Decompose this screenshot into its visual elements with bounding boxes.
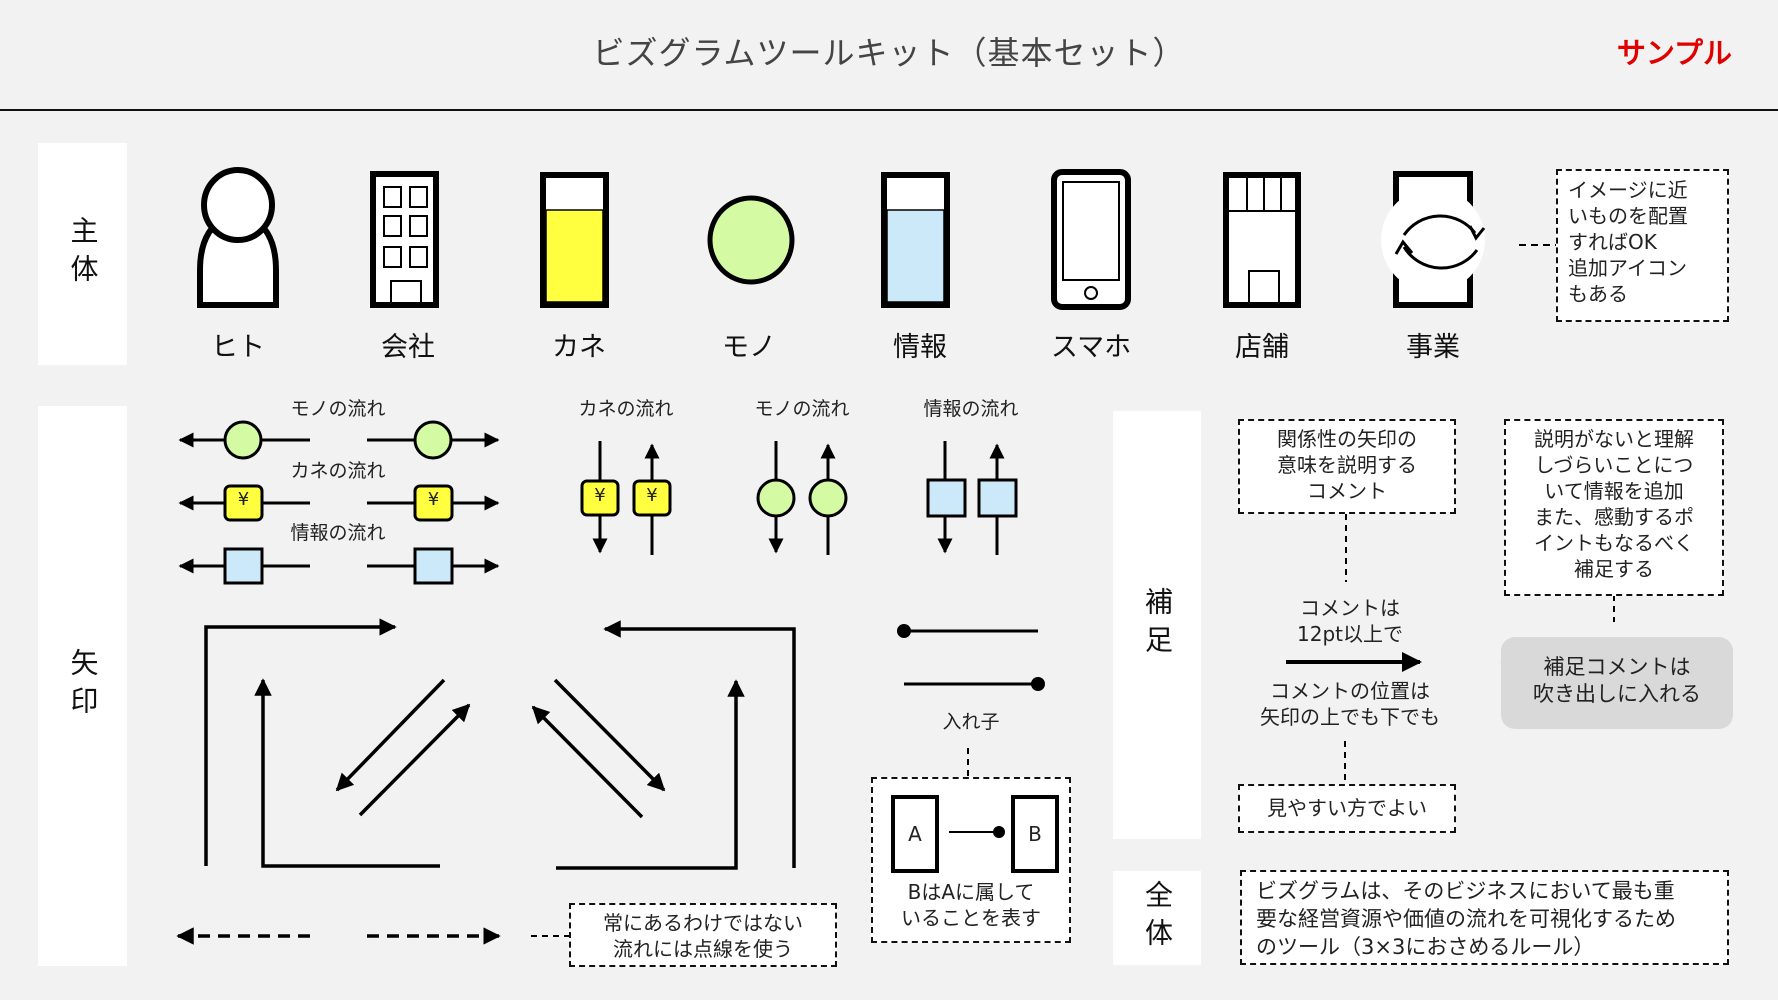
vertical-money-flow <box>580 441 672 555</box>
dashed-arrow-note: 常にあるわけではない 流れには点線を使う <box>569 903 837 967</box>
supplement-above-line: コメントは <box>1300 596 1400 620</box>
nesting-link-line <box>949 831 999 833</box>
actor-label-money: カネ <box>552 332 606 363</box>
smartphone-icon <box>1051 169 1131 310</box>
supplement-right-line: また、感動するポ <box>1534 505 1694 529</box>
page-title: ビズグラムツールキット（基本セット） <box>592 34 1186 72</box>
section-label-supplement-text: 補足 <box>1141 587 1174 663</box>
overall-line: のツール（3×3におさめるルール） <box>1256 935 1595 959</box>
actor-label-store: 店舗 <box>1235 332 1289 363</box>
actor-label-thing: モノ <box>722 332 776 363</box>
supplement-top-note-line: 意味を説明する <box>1277 453 1417 477</box>
section-label-overall-text: 全体 <box>1141 880 1174 956</box>
flow-label-thing: モノの流れ <box>290 398 386 420</box>
section-label-arrows: 矢印 <box>38 406 127 966</box>
money-icon <box>540 172 609 308</box>
actor-label-company: 会社 <box>381 332 435 363</box>
supplement-top-note-line: コメント <box>1307 479 1387 503</box>
supplement-right-line: いて情報を追加 <box>1544 479 1684 503</box>
supplement-top-note-line: 関係性の矢印の <box>1277 427 1417 451</box>
vflow-label-money: カネの流れ <box>578 398 674 420</box>
supplement-below-line: コメントの位置は <box>1270 679 1430 703</box>
actors-note-line: イメージに近 <box>1568 178 1688 202</box>
vertical-info-flow <box>926 441 1018 555</box>
supplement-below-line: 矢印の上でも下でも <box>1260 705 1440 729</box>
supplement-right-line: 説明がないと理解 <box>1534 427 1694 451</box>
thing-circle-icon <box>707 195 795 285</box>
supplement-right-line: しづらいことにつ <box>1534 453 1694 477</box>
actor-label-smartphone: スマホ <box>1050 332 1132 363</box>
actor-label-information: 情報 <box>893 332 947 363</box>
bubble-line: 吹き出しに入れる <box>1533 682 1701 706</box>
actors-note: イメージに近 いものを配置 すればOK 追加アイコン もある <box>1556 169 1729 322</box>
overall-description: ビズグラムは、そのビジネスにおいて最も重 要な経営資源や価値の流れを可視化するた… <box>1240 870 1729 965</box>
nesting-description: BはAに属して いることを表す <box>873 879 1069 931</box>
flow-label-info: 情報の流れ <box>290 522 386 544</box>
supplement-right-note: 説明がないと理解 しづらいことにつ いて情報を追加 また、感動するポ イントもな… <box>1504 419 1724 596</box>
actors-note-line: いものを配置 <box>1568 204 1688 228</box>
business-cycle-icon <box>1381 171 1486 308</box>
horizontal-thing-flow <box>178 420 500 460</box>
nesting-example: A B BはAに属して いることを表す <box>871 777 1071 943</box>
nesting-desc-line: いることを表す <box>901 906 1041 930</box>
actors-note-line: すればOK <box>1568 230 1657 254</box>
information-icon <box>881 172 950 308</box>
sample-badge: サンプル <box>1616 36 1732 70</box>
yen-icon: ¥ <box>237 489 250 510</box>
section-label-actors-text: 主体 <box>66 216 100 292</box>
supplement-above-line: 12pt以上で <box>1297 622 1403 646</box>
vflow-label-info: 情報の流れ <box>923 398 1019 420</box>
yen-icon: ¥ <box>646 485 658 506</box>
nesting-connectors <box>897 624 1045 776</box>
header-divider <box>0 109 1778 111</box>
supplement-speech-bubble: 補足コメントは 吹き出しに入れる <box>1501 637 1733 729</box>
supplement-above-arrow: コメントは 12pt以上で <box>1250 595 1450 647</box>
yen-icon: ¥ <box>427 489 440 510</box>
vflow-label-thing: モノの流れ <box>754 398 850 420</box>
nesting-desc-line: BはAに属して <box>907 880 1035 904</box>
person-icon <box>197 167 279 308</box>
horizontal-info-flow <box>178 547 500 585</box>
overall-line: ビズグラムは、そのビジネスにおいて最も重 <box>1256 879 1675 903</box>
elbow-arrows <box>204 618 796 870</box>
bubble-line: 補足コメントは <box>1543 655 1691 679</box>
supplement-right-line: イントもなるべく <box>1534 531 1694 555</box>
nesting-box-b: B <box>1011 795 1059 873</box>
store-icon <box>1223 172 1301 308</box>
nesting-link-dot <box>993 826 1005 838</box>
horizontal-money-flow <box>178 484 500 522</box>
diagonal-arrows <box>335 678 666 819</box>
section-label-actors: 主体 <box>38 143 127 365</box>
dashed-note-line: 流れには点線を使う <box>613 937 793 961</box>
actors-note-line: もある <box>1568 282 1628 306</box>
actor-label-person: ヒト <box>211 332 265 363</box>
supplement-below-arrow: コメントの位置は 矢印の上でも下でも <box>1230 678 1470 730</box>
supplement-right-line: 補足する <box>1574 557 1654 581</box>
nesting-label: 入れ子 <box>942 711 1000 733</box>
section-label-supplement: 補足 <box>1113 411 1201 839</box>
flow-label-money: カネの流れ <box>290 460 386 482</box>
company-building-icon <box>370 171 439 308</box>
supplement-connectors <box>1344 514 1615 783</box>
supplement-bottom-note: 見やすい方でよい <box>1238 784 1456 833</box>
nesting-box-a: A <box>891 795 939 873</box>
yen-icon: ¥ <box>594 485 606 506</box>
dashed-note-line: 常にあるわけではない <box>603 911 803 935</box>
actor-label-business: 事業 <box>1406 332 1460 363</box>
actors-note-line: 追加アイコン <box>1568 256 1687 280</box>
section-label-arrows-text: 矢印 <box>66 648 100 724</box>
vertical-thing-flow <box>756 441 848 555</box>
overall-line: 要な経営資源や価値の流れを可視化するため <box>1256 907 1676 931</box>
section-label-overall: 全体 <box>1113 871 1201 965</box>
supplement-top-note: 関係性の矢印の 意味を説明する コメント <box>1238 419 1456 514</box>
